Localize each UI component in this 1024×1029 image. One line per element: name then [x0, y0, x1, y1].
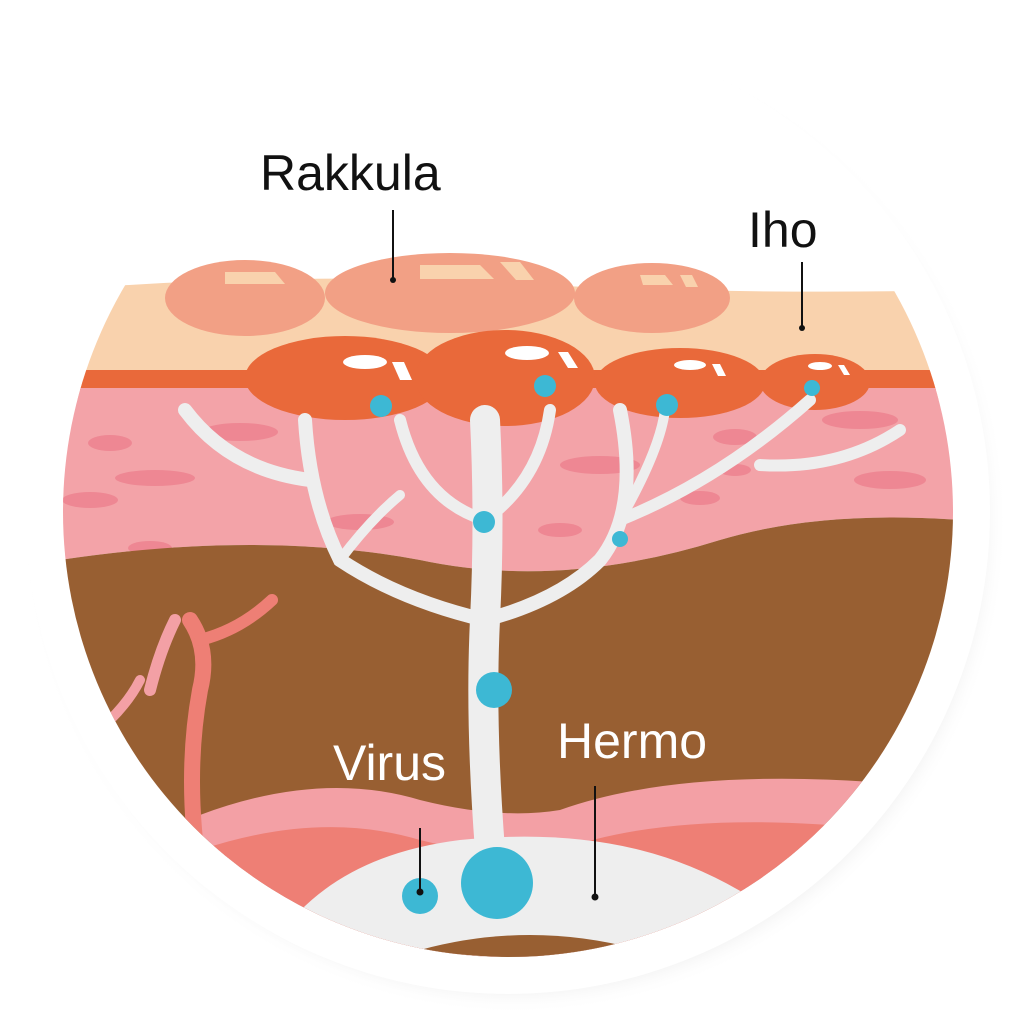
leader-lines [392, 210, 803, 896]
label-iho: Iho [748, 202, 818, 258]
label-rakkula: Rakkula [260, 145, 441, 201]
orange-blisters [245, 330, 870, 426]
upper-blisters [165, 253, 730, 336]
label-virus: Virus [333, 735, 447, 791]
nerve-tree [178, 394, 906, 865]
label-hermo: Hermo [557, 713, 708, 769]
virus-particles [370, 375, 820, 919]
